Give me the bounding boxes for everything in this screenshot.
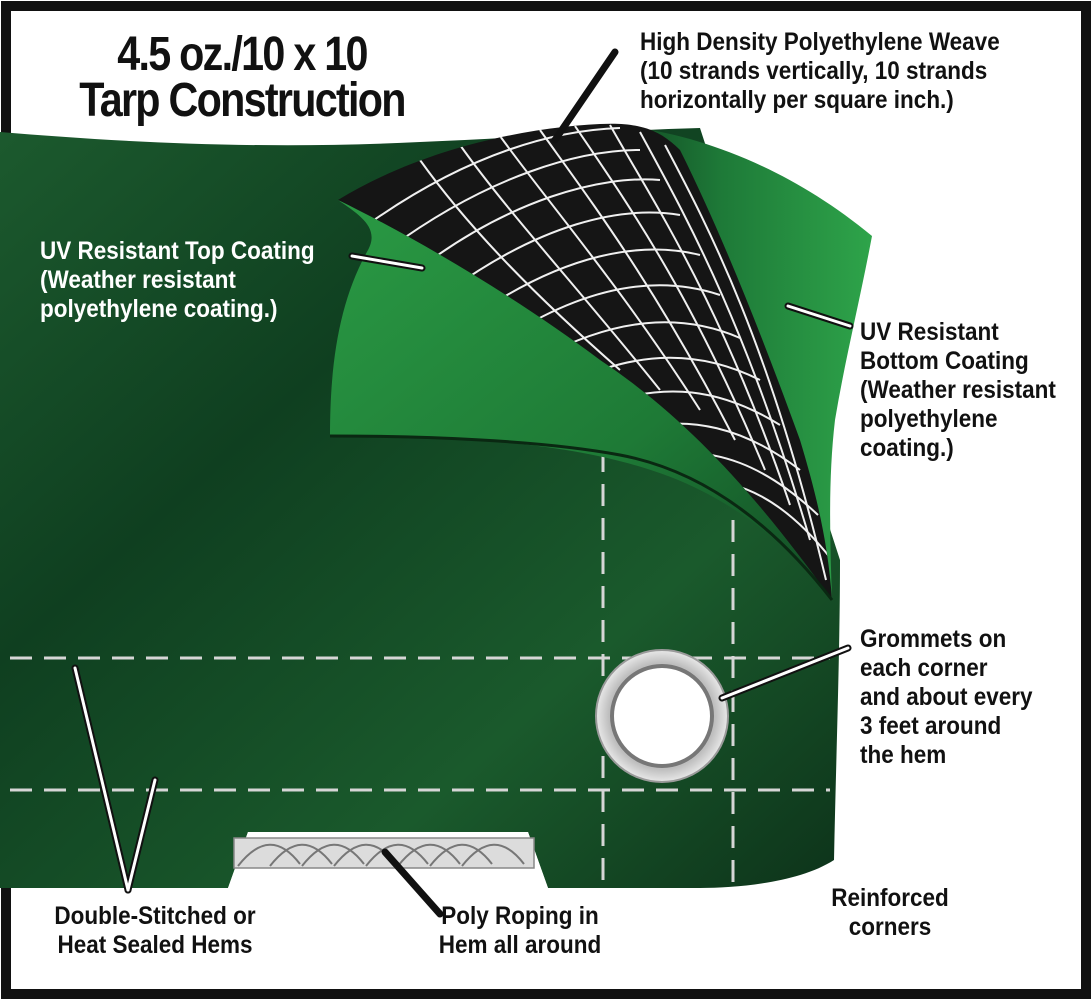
roping-label-line-2: Hem all around xyxy=(438,931,602,959)
hems-label: Double-Stitched or Heat Sealed Hems xyxy=(43,902,268,960)
top-coating-label: UV Resistant Top Coating (Weather resist… xyxy=(40,237,315,324)
diagram-title: 4.5 oz./10 x 10 Tarp Construction xyxy=(70,28,414,127)
title-line-1: 4.5 oz./10 x 10 xyxy=(117,28,368,81)
top-coating-flap xyxy=(330,200,832,600)
hems-label-line-2: Heat Sealed Hems xyxy=(57,931,253,959)
hems-label-line-1: Double-Stitched or xyxy=(54,902,256,930)
top-coating-label-line-1: UV Resistant Top Coating xyxy=(40,237,315,265)
bottom-coating-label-line-3: (Weather resistant xyxy=(860,376,1056,404)
weave-label-line-2: (10 strands vertically, 10 strands xyxy=(640,57,988,85)
bottom-coating-label-line-1: UV Resistant xyxy=(860,318,999,346)
weave-label-line-3: horizontally per square inch.) xyxy=(640,86,954,114)
weave-label: High Density Polyethylene Weave (10 stra… xyxy=(640,28,1000,115)
top-coating-label-line-3: polyethylene coating.) xyxy=(40,295,278,323)
bottom-coating-label-line-5: coating.) xyxy=(860,434,954,462)
bottom-coating-label-line-2: Bottom Coating xyxy=(860,347,1029,375)
grommets-label-line-5: the hem xyxy=(860,741,947,769)
roping-label-line-1: Poly Roping in xyxy=(441,902,599,930)
reinforced-label-line-1: Reinforced xyxy=(831,884,949,912)
grommets-label-line-3: and about every xyxy=(860,683,1033,711)
grommets-label-line-4: 3 feet around xyxy=(860,712,1002,740)
reinforced-label-line-2: corners xyxy=(848,913,932,941)
grommet xyxy=(595,649,729,783)
title-line-2: Tarp Construction xyxy=(79,74,406,127)
grommets-label: Grommets on each corner and about every … xyxy=(860,625,1033,770)
bottom-coating-label: UV Resistant Bottom Coating (Weather res… xyxy=(860,318,1056,463)
flap-edge-shadow xyxy=(329,434,834,601)
grommets-label-line-2: each corner xyxy=(860,654,988,682)
grommets-label-line-1: Grommets on xyxy=(860,625,1007,653)
top-coating-label-line-2: (Weather resistant xyxy=(40,266,236,294)
leader-line-highlights xyxy=(73,254,852,892)
roping-label: Poly Roping in Hem all around xyxy=(430,902,610,960)
reinforced-corners-label: Reinforced corners xyxy=(818,884,962,942)
weave-label-line-1: High Density Polyethylene Weave xyxy=(640,28,1000,56)
bottom-coating-label-line-4: polyethylene xyxy=(860,405,998,433)
